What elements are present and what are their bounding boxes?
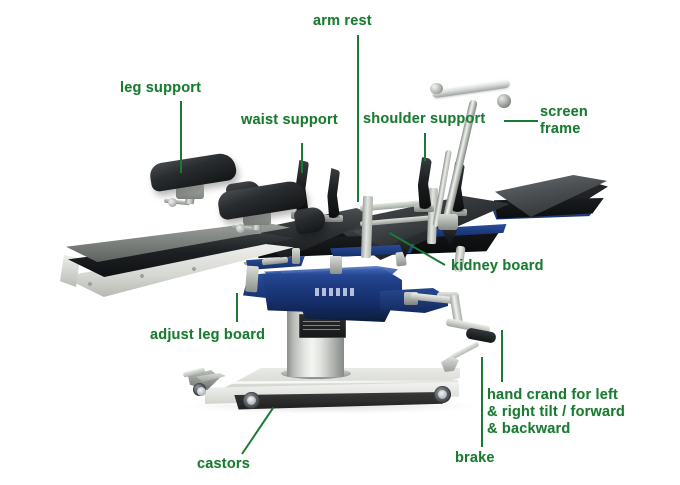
base-under-shadow: [234, 392, 445, 410]
arm-rest-clamp-knob: [236, 224, 245, 233]
leader-hand-crank: [501, 330, 503, 382]
leg-board-end-cap: [60, 255, 80, 287]
base-plate-edge: [206, 380, 458, 384]
label-shoulder-support: shoulder support: [363, 111, 486, 127]
leader-arm-rest: [357, 35, 359, 202]
crank-handle-grip: [465, 327, 497, 344]
screen-frame-joint: [497, 94, 511, 108]
leader-brake: [481, 357, 483, 447]
screen-frame-clamp: [438, 214, 458, 230]
label-screen-frame-line2: frame: [540, 121, 581, 137]
column-nameplate-text: [303, 319, 340, 332]
label-kidney-board: kidney board: [451, 258, 544, 274]
label-leg-support: leg support: [120, 80, 202, 96]
leader-waist-support: [301, 143, 303, 173]
label-brake: brake: [455, 450, 495, 466]
label-hand-crank-line2: & right tilt / forward: [487, 404, 626, 420]
bracket-hardware-4: [292, 248, 300, 264]
bracket-hardware-1: [245, 265, 259, 293]
brake-lever-right: [441, 356, 459, 372]
brake-pedal-left: [196, 373, 226, 382]
label-screen-frame-line1: screen: [540, 104, 588, 120]
shoulder-support-base-2: [447, 209, 467, 216]
label-hand-crank-line3: & backward: [487, 421, 571, 437]
brake-rod-right: [450, 341, 480, 360]
shoulder-support-pad: [417, 157, 432, 209]
castor-wheel-rear-left: [193, 383, 206, 396]
label-adjust-leg-board: adjust leg board: [150, 327, 266, 343]
waist-support-pad-2: [327, 168, 340, 218]
castor-wheel-front-left: [243, 392, 260, 409]
castor-wheel-right: [434, 386, 451, 403]
bracket-hardware-3: [330, 256, 342, 274]
housing-brand-mark: [315, 288, 355, 296]
leg-support-clamp-knob: [168, 198, 177, 207]
label-hand-crank-line1: hand crand for left: [487, 387, 619, 403]
leader-shoulder-support: [424, 133, 426, 161]
leader-screen-frame: [504, 120, 538, 122]
label-waist-support: waist support: [241, 112, 338, 128]
waist-support-base-2: [323, 215, 343, 222]
leader-leg-support: [180, 101, 182, 173]
leader-adjust-leg-board: [236, 293, 238, 322]
label-castors: castors: [197, 456, 250, 472]
label-arm-rest: arm rest: [313, 13, 372, 29]
